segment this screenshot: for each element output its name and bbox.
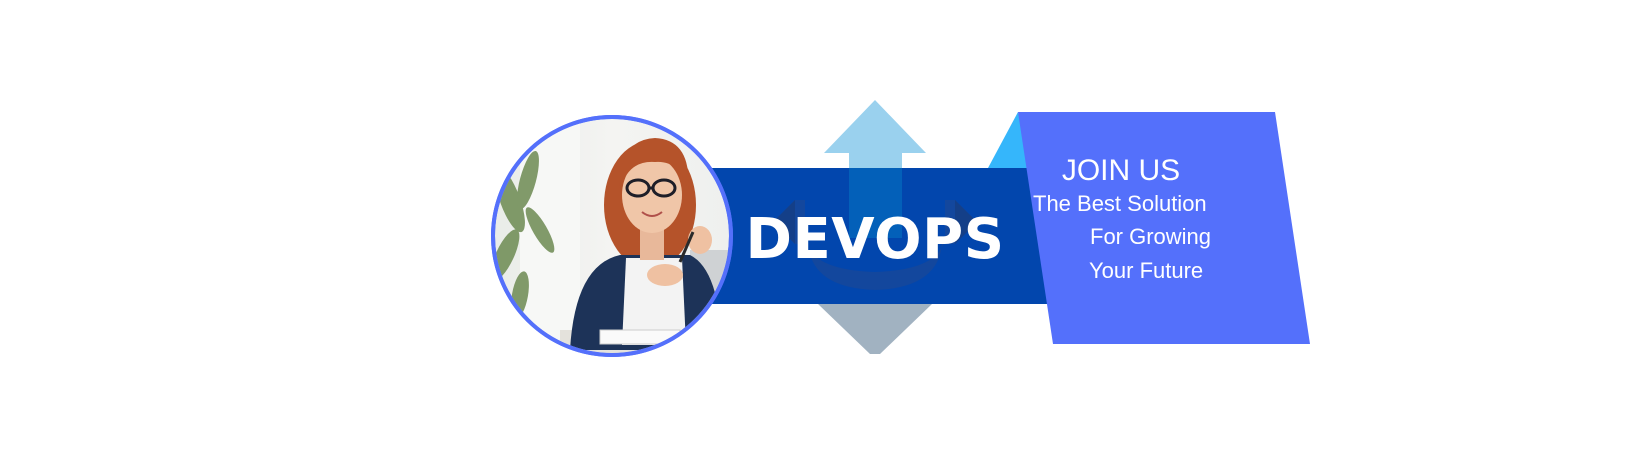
arrows-cycle-icon	[773, 100, 977, 354]
cta-heading: JOIN US	[1062, 154, 1180, 187]
cta-panel	[1018, 112, 1310, 344]
tagline-line-1: The Best Solution	[1033, 191, 1207, 216]
tagline-line-2: For Growing	[1090, 224, 1211, 249]
tagline-line-3: Your Future	[1089, 258, 1203, 283]
accent-triangle	[988, 112, 1030, 168]
profile-photo	[491, 115, 733, 357]
main-title: DEVOPS	[745, 207, 1004, 272]
